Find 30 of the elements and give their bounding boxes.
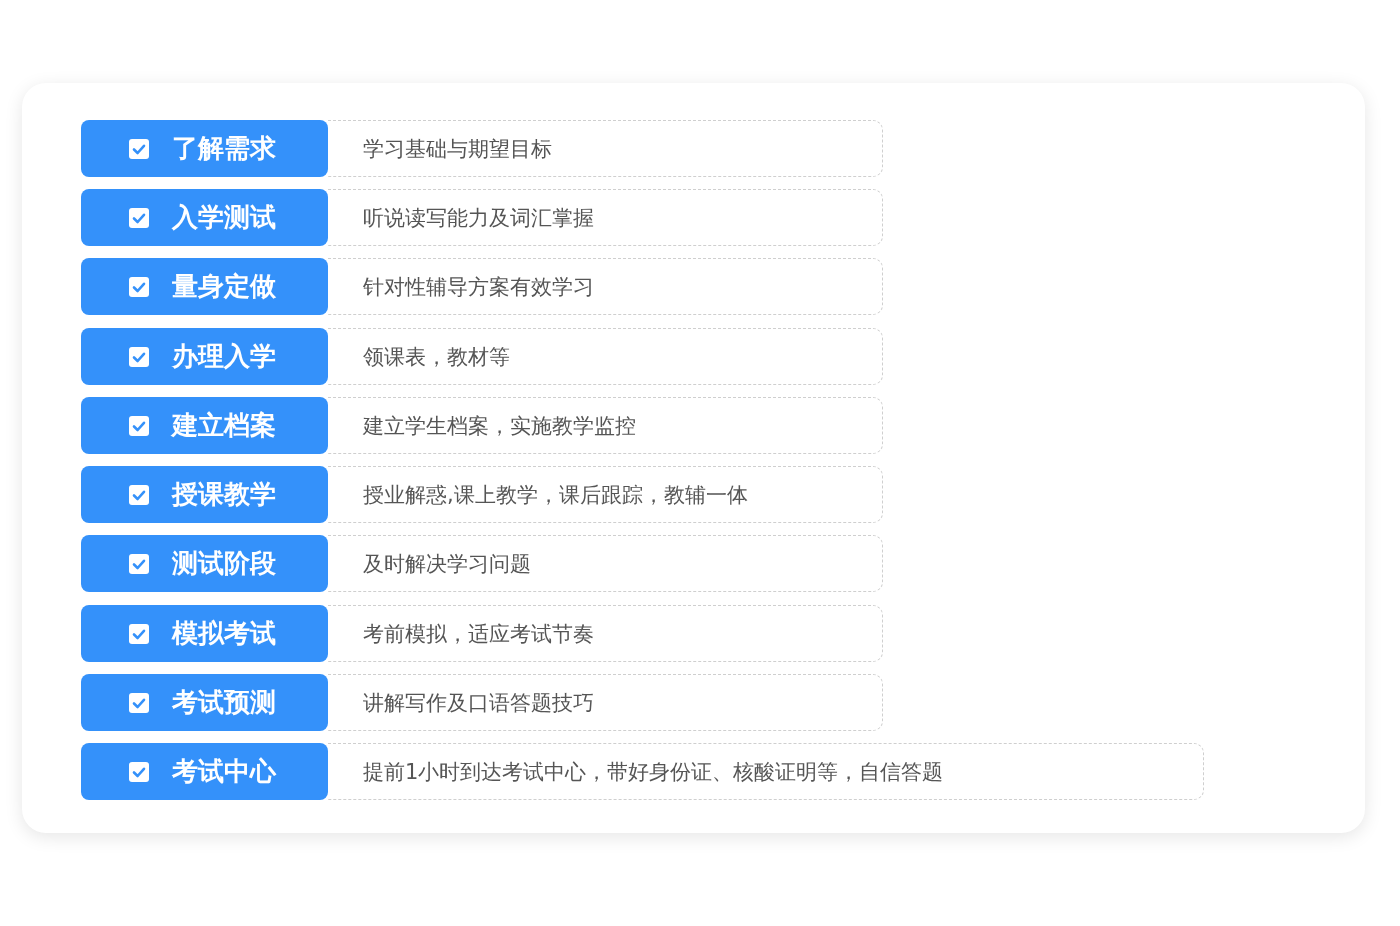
step-label: 办理入学: [172, 340, 276, 373]
description-box: 学习基础与期望目标: [328, 120, 883, 177]
step-box: [81, 743, 328, 800]
step-box: [81, 674, 328, 731]
step-box: [81, 397, 328, 454]
description-box: 讲解写作及口语答题技巧: [328, 674, 883, 731]
step-label: 授课教学: [172, 478, 276, 511]
step-box: [81, 189, 328, 246]
description-box: 授业解惑,课上教学，课后跟踪，教辅一体: [328, 466, 883, 523]
step-label: 量身定做: [172, 270, 276, 303]
description-box: 建立学生档案，实施教学监控: [328, 397, 883, 454]
description-box: 领课表，教材等: [328, 328, 883, 385]
step-box: [81, 605, 328, 662]
step-box: [81, 466, 328, 523]
step-label: 入学测试: [172, 201, 276, 234]
step-box: [81, 258, 328, 315]
step-box: [81, 328, 328, 385]
description-box: 提前1小时到达考试中心，带好身份证、核酸证明等，自信答题: [328, 743, 1204, 800]
step-label: 了解需求: [172, 132, 276, 165]
description-box: 及时解决学习问题: [328, 535, 883, 592]
description-box: 针对性辅导方案有效学习: [328, 258, 883, 315]
description-box: 考前模拟，适应考试节奏: [328, 605, 883, 662]
step-label: 模拟考试: [172, 617, 276, 650]
step-label: 建立档案: [172, 409, 276, 442]
step-label: 考试预测: [172, 686, 276, 719]
step-label: 测试阶段: [172, 547, 276, 580]
step-box: [81, 120, 328, 177]
step-label: 考试中心: [172, 755, 276, 788]
step-box: [81, 535, 328, 592]
description-box: 听说读写能力及词汇掌握: [328, 189, 883, 246]
